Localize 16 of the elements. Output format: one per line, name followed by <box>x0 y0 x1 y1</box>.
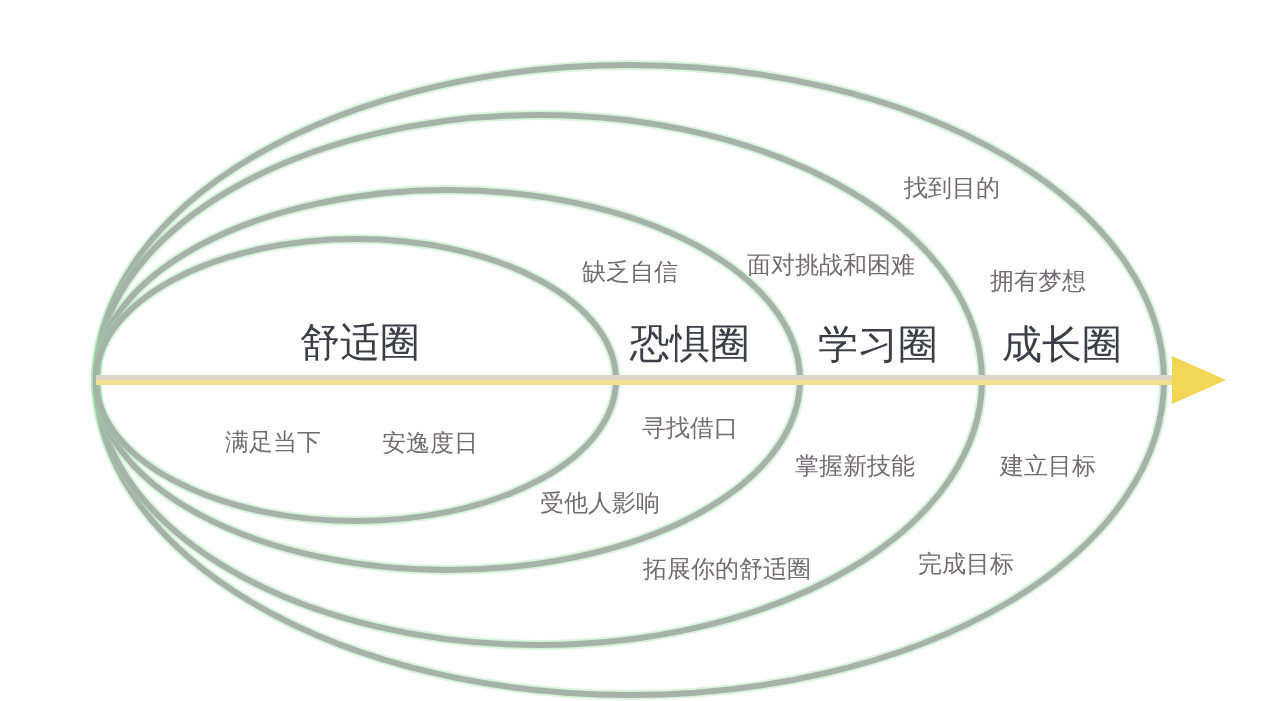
zone-title: 恐惧圈 <box>630 321 750 365</box>
zone-item: 缺乏自信 <box>582 258 678 286</box>
zone-item: 满足当下 <box>225 428 321 456</box>
zone-item: 拓展你的舒适圈 <box>643 555 811 583</box>
zone-title: 学习圈 <box>818 322 938 366</box>
zone-item: 建立目标 <box>1000 452 1096 480</box>
zone-item: 掌握新技能 <box>795 452 915 480</box>
zone-item: 安逸度日 <box>382 429 478 457</box>
zone-item: 面对挑战和困难 <box>747 251 915 279</box>
zone-title: 舒适圈 <box>300 320 420 364</box>
zone-item: 受他人影响 <box>540 489 660 517</box>
zone-item: 找到目的 <box>904 174 1000 202</box>
zone-item: 拥有梦想 <box>990 267 1086 295</box>
zone-title: 成长圈 <box>1002 322 1122 366</box>
zone-item: 寻找借口 <box>642 414 738 442</box>
zone-item: 完成目标 <box>918 550 1014 578</box>
